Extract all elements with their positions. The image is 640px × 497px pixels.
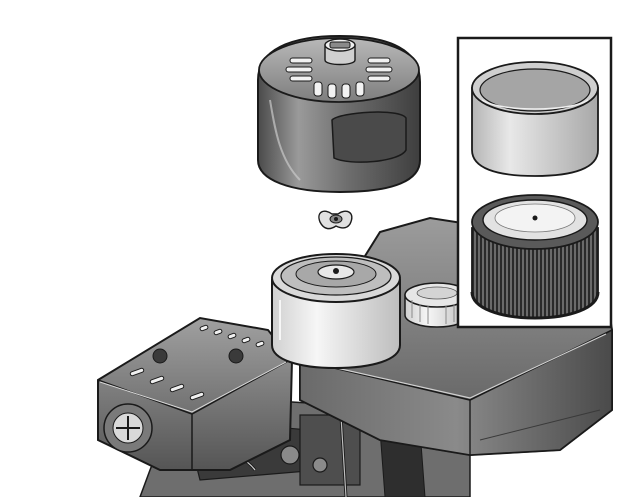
wing-nut: [318, 210, 353, 230]
air-filter-assembly: [271, 253, 401, 370]
air-cleaner-cover: [257, 34, 421, 194]
inset-panel: [456, 36, 613, 329]
muffler-guard: [97, 316, 294, 471]
foam-pre-filter: [471, 61, 599, 177]
paper-filter-element: [470, 194, 600, 320]
fuel-cap: [404, 282, 470, 328]
